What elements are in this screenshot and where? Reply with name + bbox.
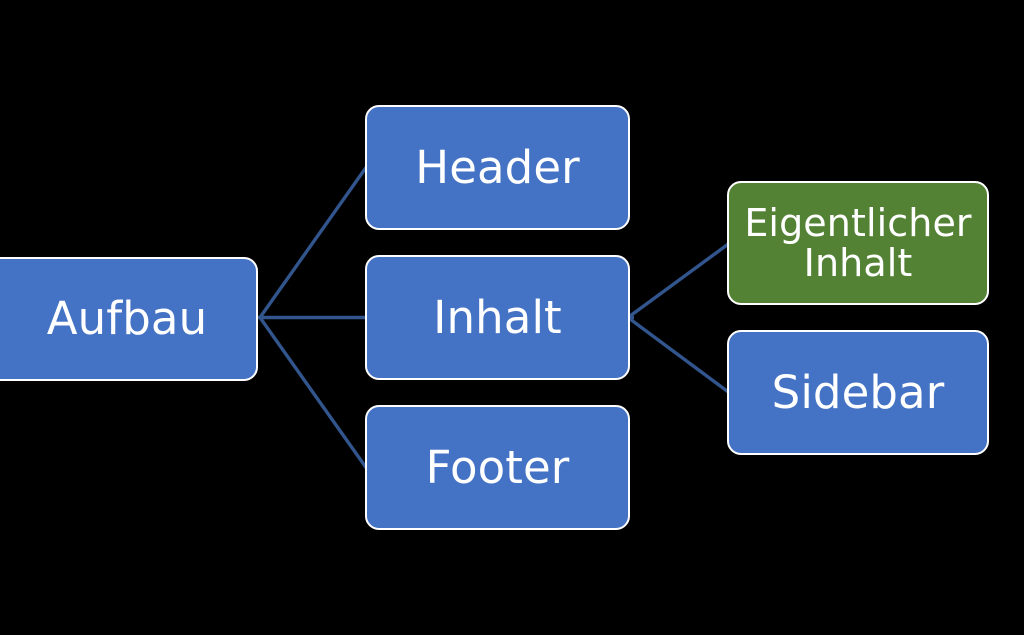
node-footer-label: Footer (425, 440, 570, 494)
node-eigentlicher-inhalt-label-line1: Eigentlicher (744, 200, 972, 245)
node-header-label: Header (415, 140, 580, 194)
node-eigentlicher-inhalt[interactable]: Eigentlicher Inhalt (727, 181, 989, 305)
node-sidebar[interactable]: Sidebar (727, 330, 989, 455)
node-inhalt[interactable]: Inhalt (365, 255, 630, 380)
node-aufbau-label: Aufbau (46, 292, 208, 346)
node-header[interactable]: Header (365, 105, 630, 230)
edge-inhalt-eigentlicher-inhalt (626, 242, 731, 319)
node-footer[interactable]: Footer (365, 405, 630, 530)
node-eigentlicher-inhalt-label-line2: Inhalt (803, 241, 913, 285)
node-aufbau[interactable]: Aufbau (0, 257, 258, 381)
edge-aufbau-header (258, 166, 368, 319)
node-sidebar-label: Sidebar (771, 365, 945, 419)
edge-aufbau-footer (258, 316, 368, 469)
node-inhalt-label: Inhalt (433, 290, 562, 344)
edge-inhalt-sidebar (626, 316, 731, 394)
node-eigentlicher-inhalt-label: Eigentlicher Inhalt (737, 203, 979, 284)
